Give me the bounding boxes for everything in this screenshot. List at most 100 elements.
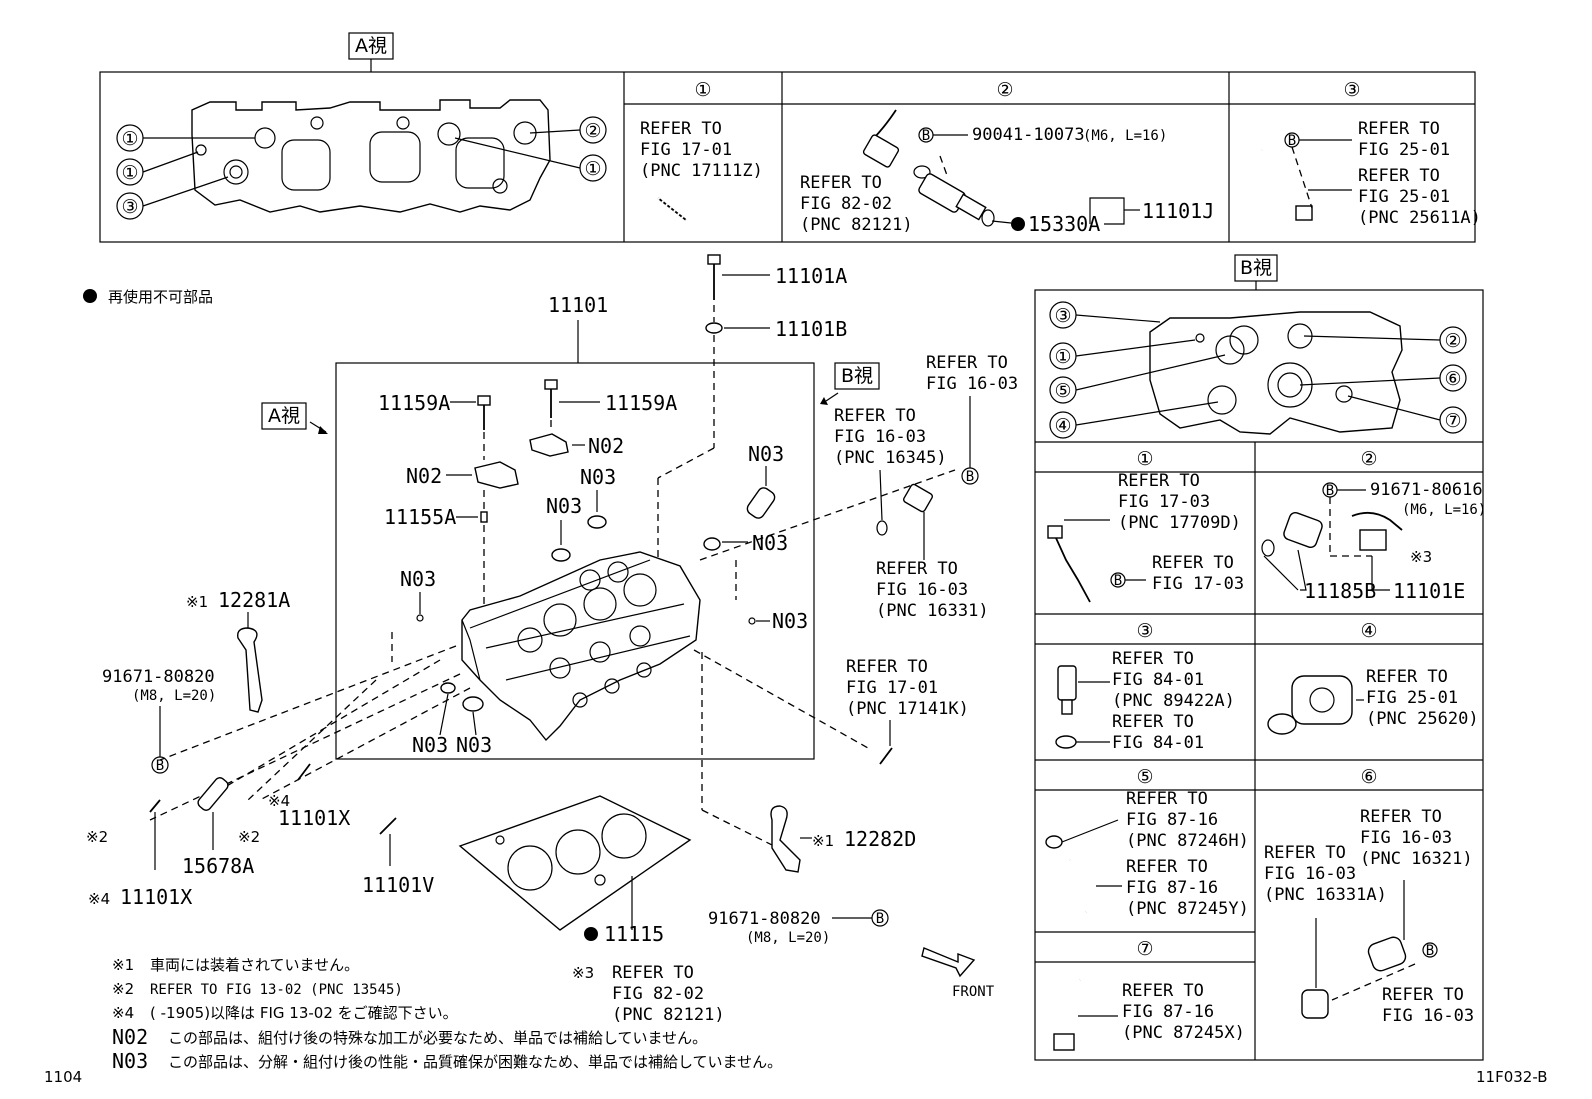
n02-right: N02 bbox=[588, 434, 624, 458]
c1-ref-a-l3: (PNC 17709D) bbox=[1118, 513, 1241, 533]
mark2-a: ※2 bbox=[86, 828, 108, 846]
c4-ref-l1: REFER TO bbox=[1366, 667, 1448, 687]
view-b-callouts: ③ ① ⑤ ④ ② ⑥ ⑦ bbox=[1049, 301, 1467, 439]
bolt-bottom-spec: (M8, L=20) bbox=[746, 930, 830, 946]
svg-text:②: ② bbox=[1444, 330, 1461, 352]
c6-ref-a-l1: REFER TO bbox=[1360, 807, 1442, 827]
n02-left: N02 bbox=[406, 464, 442, 488]
n03-6: N03 bbox=[772, 609, 808, 633]
n03-7: N03 bbox=[412, 733, 448, 757]
view-a-tag-label: A視 bbox=[355, 35, 387, 57]
ref-16345-l3: (PNC 16345) bbox=[834, 448, 947, 468]
panel-header-2: ② bbox=[996, 79, 1013, 101]
p1-ref-line3: (PNC 17111Z) bbox=[640, 161, 763, 181]
c1-ref-a-l2: FIG 17-03 bbox=[1118, 492, 1210, 512]
svg-text:B: B bbox=[1114, 573, 1122, 589]
p3-ref-a-line1: REFER TO bbox=[1358, 119, 1440, 139]
c5-ref-a-l2: FIG 87-16 bbox=[1126, 810, 1218, 830]
n03-3: N03 bbox=[748, 442, 784, 466]
temp-sensor-drawing bbox=[1055, 665, 1077, 749]
view-b-tag: B視 bbox=[1240, 257, 1272, 279]
c6-ref-b-l3: (PNC 16331A) bbox=[1264, 885, 1387, 905]
svg-text:B: B bbox=[922, 128, 930, 144]
head-gasket-drawing bbox=[458, 795, 692, 931]
c3-ref-b-l2: FIG 84-01 bbox=[1112, 733, 1204, 753]
p2-part-a: 15330A bbox=[1028, 212, 1100, 236]
view-b-tag-main: B視 bbox=[841, 365, 873, 387]
ref-16331-l1: REFER TO bbox=[876, 559, 958, 579]
c3-ref-a-l3: (PNC 89422A) bbox=[1112, 691, 1235, 711]
note-3-text: ( -1905)以降は FIG 13-02 をご確認下さい。 bbox=[150, 1004, 458, 1022]
hose-drawing bbox=[1248, 147, 1313, 221]
part-12281A: 12281A bbox=[218, 588, 290, 612]
c4-ref-l2: FIG 25-01 bbox=[1366, 688, 1458, 708]
c5-ref-b-l3: (PNC 87245Y) bbox=[1126, 899, 1249, 919]
c2-mark: ※3 bbox=[1410, 548, 1432, 566]
n03-1: N03 bbox=[580, 465, 616, 489]
note-3-mark: ※4 bbox=[112, 1004, 134, 1022]
p3-ref-b-line3: (PNC 25611A) bbox=[1358, 208, 1481, 228]
cam-sensor-drawing bbox=[1261, 511, 1403, 557]
svg-text:⑥: ⑥ bbox=[1444, 368, 1461, 390]
part-11159A-left: 11159A bbox=[378, 391, 450, 415]
c7-ref-l2: FIG 87-16 bbox=[1122, 1002, 1214, 1022]
svg-text:③: ③ bbox=[1054, 305, 1071, 327]
part-15678A: 15678A bbox=[182, 854, 254, 878]
bolt-bottom: 91671-80820 bbox=[708, 909, 821, 929]
ref-17141K-l2: FIG 17-01 bbox=[846, 678, 938, 698]
panel-header-3: ③ bbox=[1343, 79, 1360, 101]
c2-part-b: 11101E bbox=[1393, 579, 1465, 603]
figure-code: 11F032-B bbox=[1476, 1068, 1548, 1086]
main-exploded-view: 11101 11101A 11101B A視 B視 11159A 11159A … bbox=[86, 254, 1018, 1025]
c2-bolt-spec: (M6, L=16) bbox=[1402, 502, 1486, 518]
c6-ref-c-l2: FIG 16-03 bbox=[1382, 1006, 1474, 1026]
hose-7-drawing bbox=[1053, 976, 1082, 1051]
part-11101X-bottom: 11101X bbox=[120, 885, 192, 909]
c1-ref-a-l1: REFER TO bbox=[1118, 471, 1200, 491]
mark4-a: ※4 bbox=[88, 890, 110, 908]
front-label: FRONT bbox=[952, 984, 995, 1000]
sensor-wire-drawing bbox=[1047, 519, 1110, 603]
n03-5: N03 bbox=[400, 567, 436, 591]
ocv-drawing bbox=[862, 109, 995, 227]
non-reusable-dot bbox=[83, 289, 97, 303]
part-11155A: 11155A bbox=[384, 505, 456, 529]
note-1-mark: ※1 bbox=[112, 956, 134, 974]
c1-ref-b-l2: FIG 17-03 bbox=[1152, 574, 1244, 594]
thermostat-drawing bbox=[1301, 936, 1416, 1019]
c6-ref-a-l2: FIG 16-03 bbox=[1360, 828, 1452, 848]
c3-ref-a-l1: REFER TO bbox=[1112, 649, 1194, 669]
ref-82121-l3: (PNC 82121) bbox=[612, 1005, 725, 1025]
mark4-b: ※4 bbox=[268, 792, 290, 810]
note-2-text: REFER TO FIG 13-02 (PNC 13545) bbox=[150, 982, 403, 998]
p2-ref-line1: REFER TO bbox=[800, 173, 882, 193]
svg-text:④: ④ bbox=[1054, 415, 1071, 437]
ref-16345-l2: FIG 16-03 bbox=[834, 427, 926, 447]
mark2-b: ※2 bbox=[238, 828, 260, 846]
part-11101V: 11101V bbox=[362, 873, 434, 897]
c6-ref-b-l2: FIG 16-03 bbox=[1264, 864, 1356, 884]
p2-bolt: 90041-10073 bbox=[972, 125, 1085, 145]
part-12282D: 12282D bbox=[844, 827, 916, 851]
cell-header-5: ⑤ bbox=[1136, 766, 1153, 788]
ref-16-03-top-l1: REFER TO bbox=[926, 353, 1008, 373]
ref-17141K-l1: REFER TO bbox=[846, 657, 928, 677]
c5-ref-a-l3: (PNC 87246H) bbox=[1126, 831, 1249, 851]
ref-16331-l2: FIG 16-03 bbox=[876, 580, 968, 600]
mark-12282D: ※1 bbox=[812, 832, 834, 850]
c5-ref-a-l1: REFER TO bbox=[1126, 789, 1208, 809]
panel-header-1: ① bbox=[694, 79, 711, 101]
vsv-drawing bbox=[1267, 675, 1353, 735]
c3-ref-a-l2: FIG 84-01 bbox=[1112, 670, 1204, 690]
cell-header-2: ② bbox=[1360, 448, 1377, 470]
c5-ref-b-l1: REFER TO bbox=[1126, 857, 1208, 877]
svg-text:②: ② bbox=[584, 120, 601, 142]
panel-b: B視 ③ ① ⑤ ④ bbox=[1034, 254, 1486, 1061]
ref-17141K-l3: (PNC 17141K) bbox=[846, 699, 969, 719]
p1-ref-line1: REFER TO bbox=[640, 119, 722, 139]
cylinder-head-drawing bbox=[461, 551, 701, 742]
notes: ※1 車両には装着されていません。 ※2 REFER TO FIG 13-02 … bbox=[112, 956, 782, 1073]
c2-part-a: 11185B bbox=[1304, 579, 1376, 603]
svg-text:③: ③ bbox=[121, 196, 138, 218]
ref-16345-l1: REFER TO bbox=[834, 406, 916, 426]
